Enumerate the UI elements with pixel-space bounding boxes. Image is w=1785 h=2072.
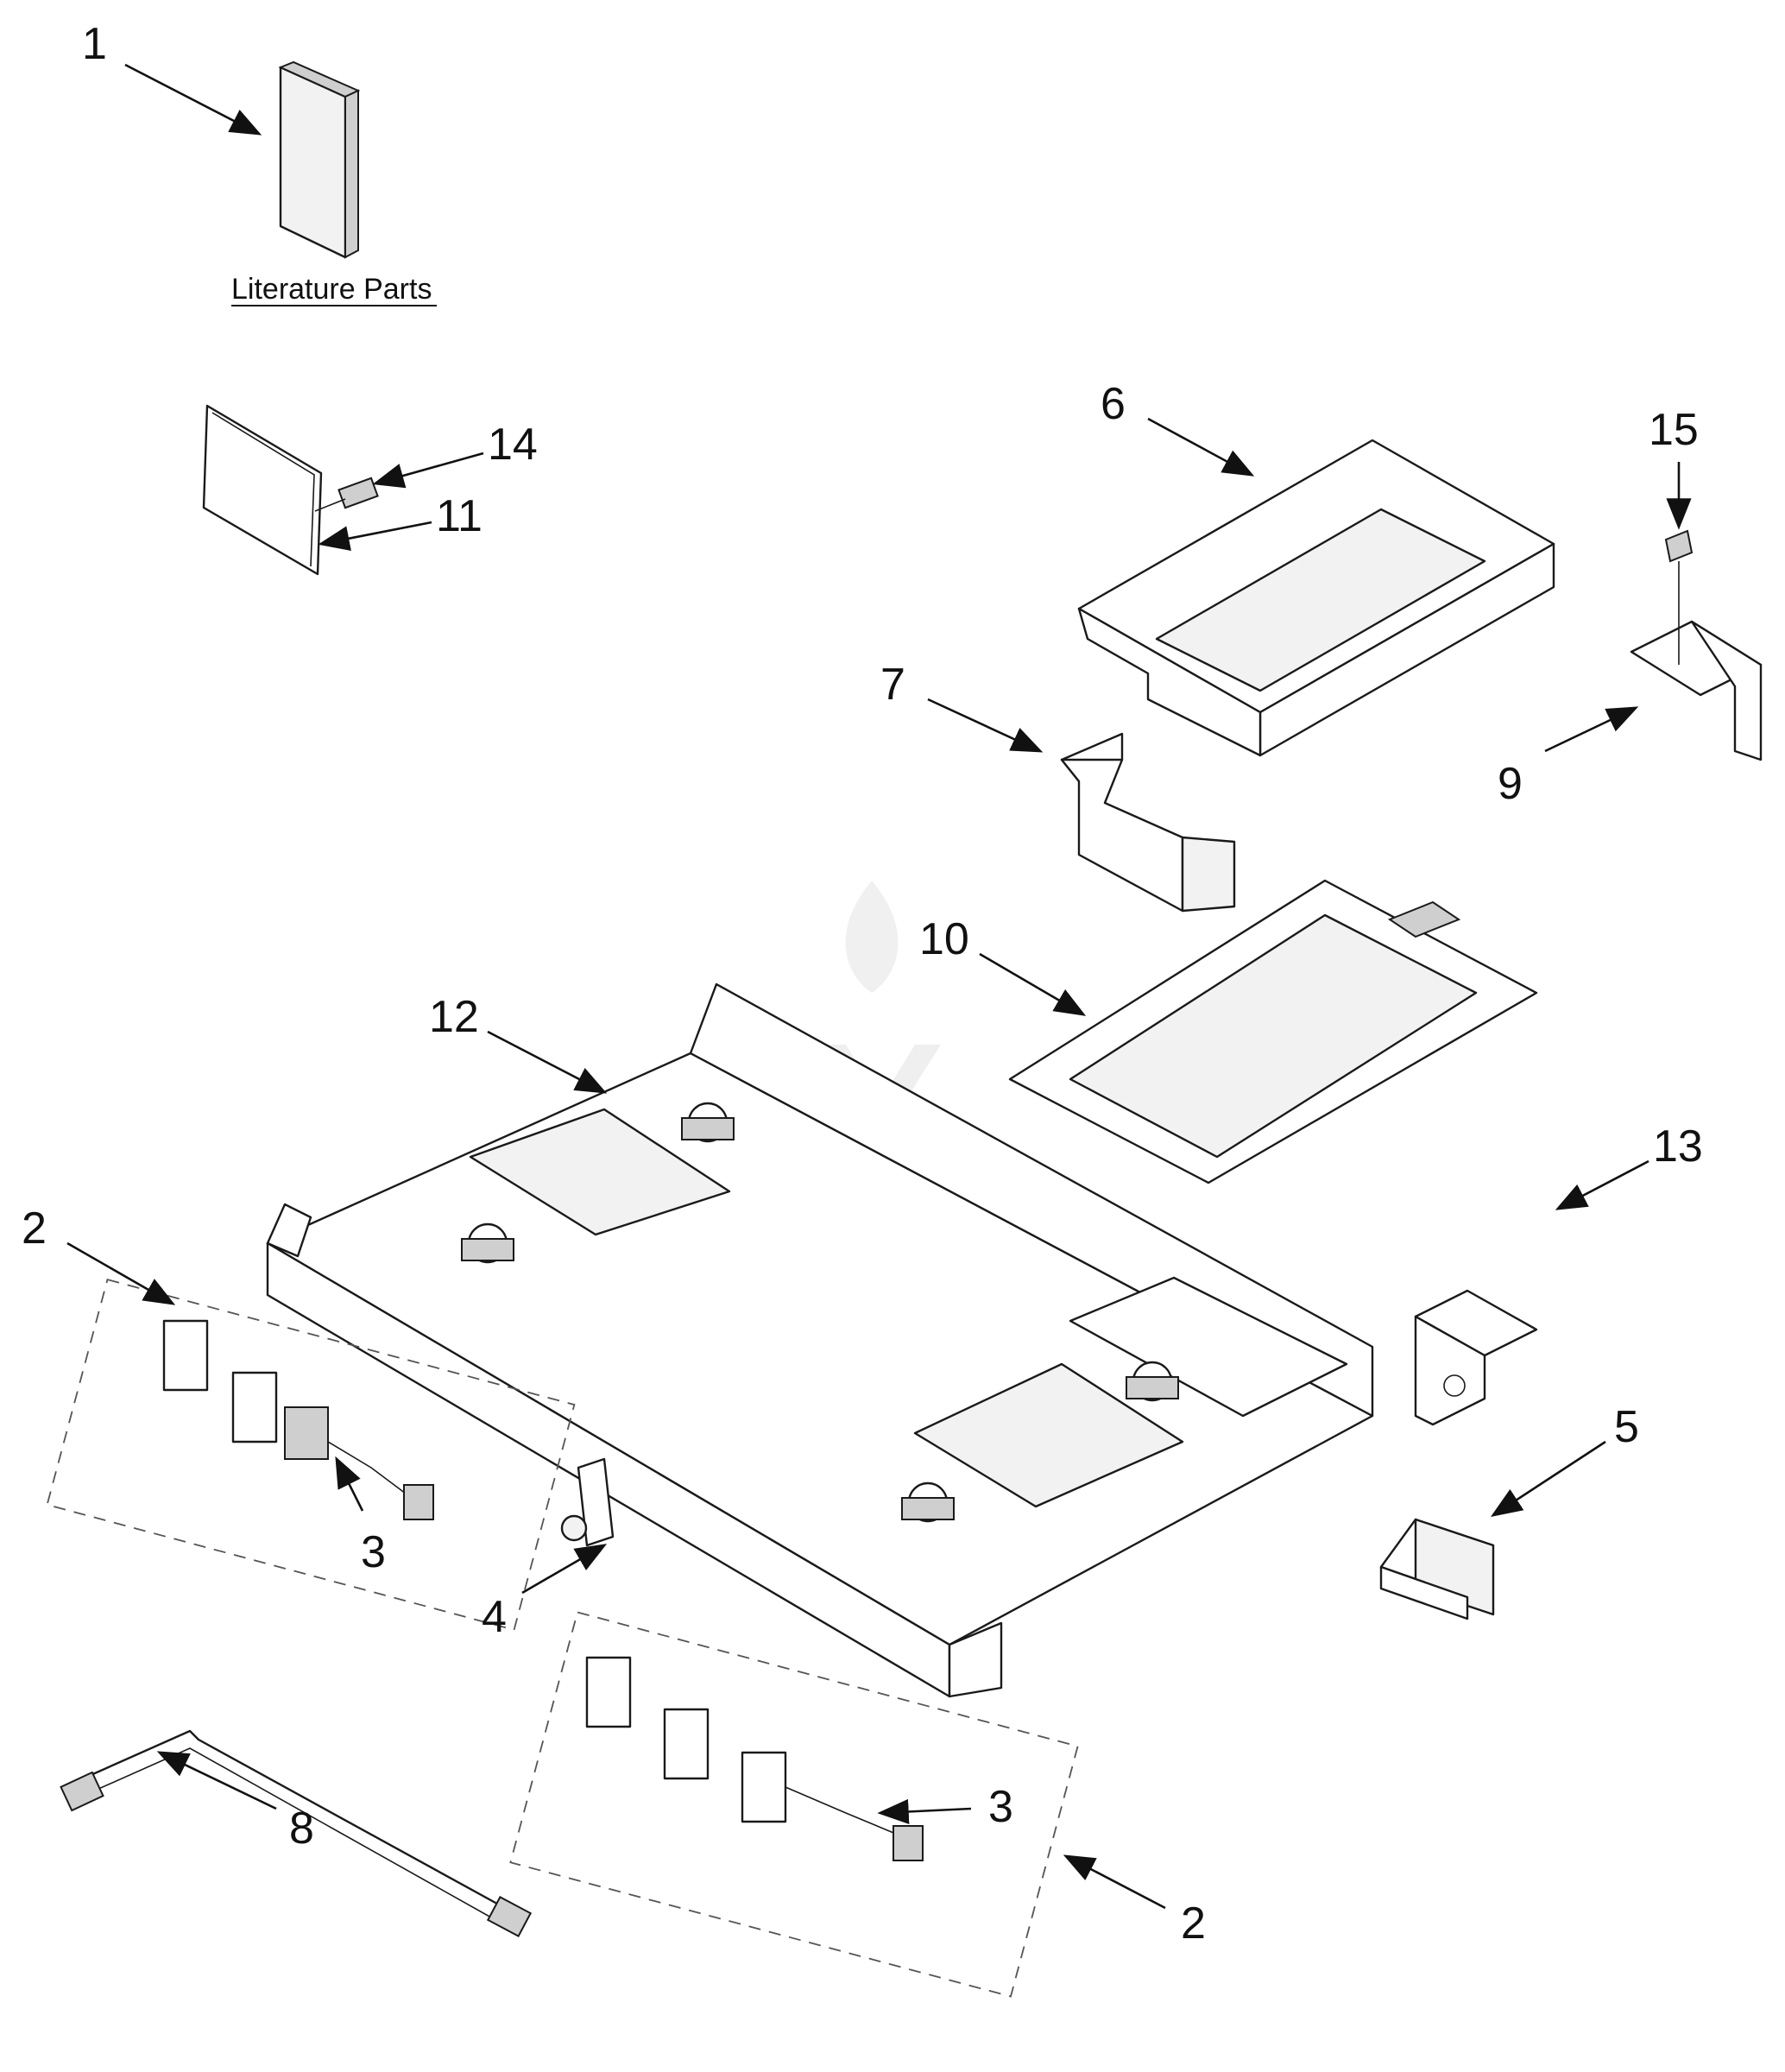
mounting-plate[interactable] bbox=[202, 404, 323, 576]
callout-15: 15 bbox=[1649, 405, 1699, 455]
burner-box-frame[interactable] bbox=[266, 982, 1374, 1698]
arrow-2a bbox=[66, 1241, 176, 1305]
callout-13: 13 bbox=[1653, 1121, 1703, 1172]
callout-7: 7 bbox=[880, 660, 905, 710]
burner-valve-rear-right bbox=[1126, 1361, 1179, 1402]
callout-3-left: 3 bbox=[361, 1527, 386, 1577]
screw-part-14[interactable] bbox=[314, 477, 379, 512]
callout-5: 5 bbox=[1614, 1402, 1639, 1452]
arrow-3a bbox=[335, 1456, 364, 1512]
callout-6: 6 bbox=[1101, 379, 1126, 429]
drip-tray[interactable] bbox=[1077, 439, 1555, 757]
callout-9: 9 bbox=[1498, 759, 1523, 809]
burner-valve-front-right bbox=[901, 1481, 955, 1523]
arrow-12 bbox=[487, 1030, 608, 1094]
mounting-bracket-13[interactable] bbox=[1414, 1289, 1538, 1426]
arrow-10 bbox=[979, 952, 1087, 1016]
burner-valve-front-left bbox=[461, 1222, 514, 1264]
valve-assembly-left-box bbox=[46, 1279, 576, 1631]
spark-module[interactable] bbox=[1379, 1518, 1495, 1620]
griddle-pan[interactable] bbox=[1008, 879, 1538, 1184]
callout-8: 8 bbox=[289, 1804, 314, 1854]
callout-12: 12 bbox=[429, 992, 479, 1042]
igniter-knob[interactable] bbox=[560, 1457, 615, 1547]
arrow-5 bbox=[1490, 1440, 1606, 1517]
valve-assembly-right[interactable] bbox=[585, 1656, 924, 1861]
callout-2-right: 2 bbox=[1181, 1898, 1206, 1949]
arrow-1 bbox=[124, 63, 262, 136]
valve-assembly-right-box bbox=[509, 1611, 1079, 1998]
small-bracket[interactable] bbox=[1630, 620, 1763, 761]
callout-11: 11 bbox=[436, 491, 483, 541]
callout-10: 10 bbox=[919, 914, 969, 964]
arrow-4 bbox=[521, 1544, 608, 1595]
arrow-14 bbox=[372, 452, 484, 489]
arrow-2b bbox=[1063, 1854, 1166, 1910]
valve-assembly-left[interactable] bbox=[162, 1319, 434, 1520]
literature-booklet[interactable] bbox=[278, 60, 361, 259]
burner-valve-rear-left bbox=[681, 1102, 735, 1143]
callout-2-left: 2 bbox=[22, 1203, 47, 1254]
arrow-7 bbox=[927, 698, 1044, 753]
callout-3-right: 3 bbox=[988, 1782, 1013, 1832]
arrow-3b bbox=[877, 1798, 972, 1824]
arrow-9 bbox=[1544, 706, 1639, 753]
literature-parts-label: Literature Parts bbox=[231, 273, 432, 306]
callout-4: 4 bbox=[482, 1592, 507, 1642]
arrow-8 bbox=[156, 1751, 277, 1810]
arrow-13 bbox=[1555, 1159, 1649, 1210]
callout-14: 14 bbox=[488, 420, 538, 470]
arrow-6 bbox=[1147, 417, 1255, 477]
callout-1: 1 bbox=[82, 19, 107, 69]
arrow-11 bbox=[318, 521, 432, 552]
screw-part-15[interactable] bbox=[1664, 529, 1694, 665]
grease-bracket[interactable] bbox=[1060, 732, 1236, 913]
